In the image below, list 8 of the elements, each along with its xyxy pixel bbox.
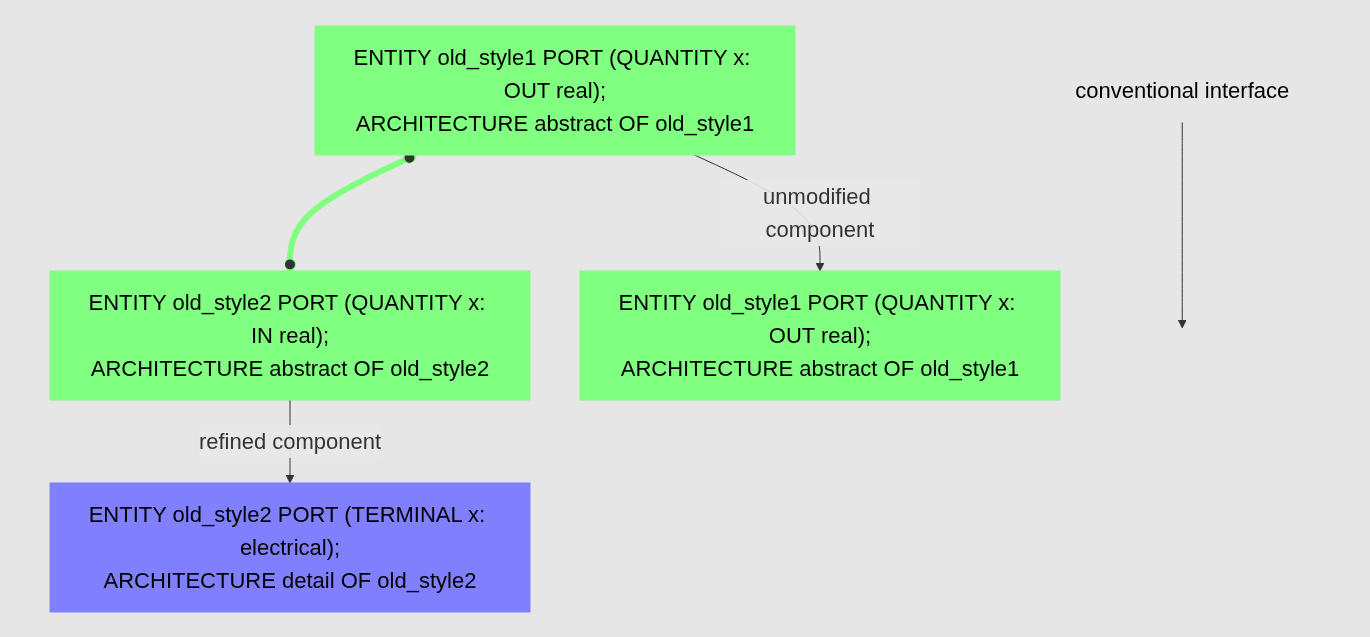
node-box: ENTITY old_style2 PORT (TERMINAL x: electrical); ARCHITECTURE detail OF old_style2 — [49, 482, 531, 612]
edge-label: unmodified component — [763, 183, 875, 242]
node-box: ENTITY old_style1 PORT (QUANTITY x: OUT real); ARCHITECTURE abstract OF old_style1 — [579, 270, 1061, 400]
edge-label: refined component — [199, 428, 382, 454]
node-text: conventional interface — [1075, 77, 1290, 103]
arrow — [1178, 121, 1187, 328]
node-box: ENTITY old_style1 PORT (QUANTITY x: OUT real); ARCHITECTURE abstract OF old_style1 — [314, 25, 796, 155]
node-box: ENTITY old_style2 PORT (QUANTITY x: IN real); ARCHITECTURE abstract OF old_style2 — [49, 270, 531, 400]
